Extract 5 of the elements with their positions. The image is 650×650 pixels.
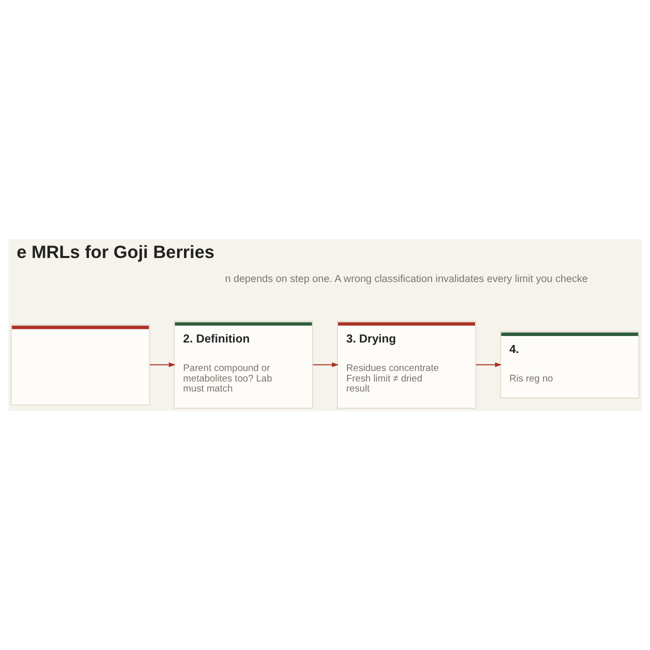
- arrow: [149, 362, 176, 368]
- diagram-title: e MRLs for Goji Berries: [16, 242, 214, 262]
- arrow: [476, 362, 502, 368]
- arrow: [312, 362, 339, 368]
- label: n depends on step one. A wrong classification invalidates every limit you checke: [224, 274, 588, 285]
